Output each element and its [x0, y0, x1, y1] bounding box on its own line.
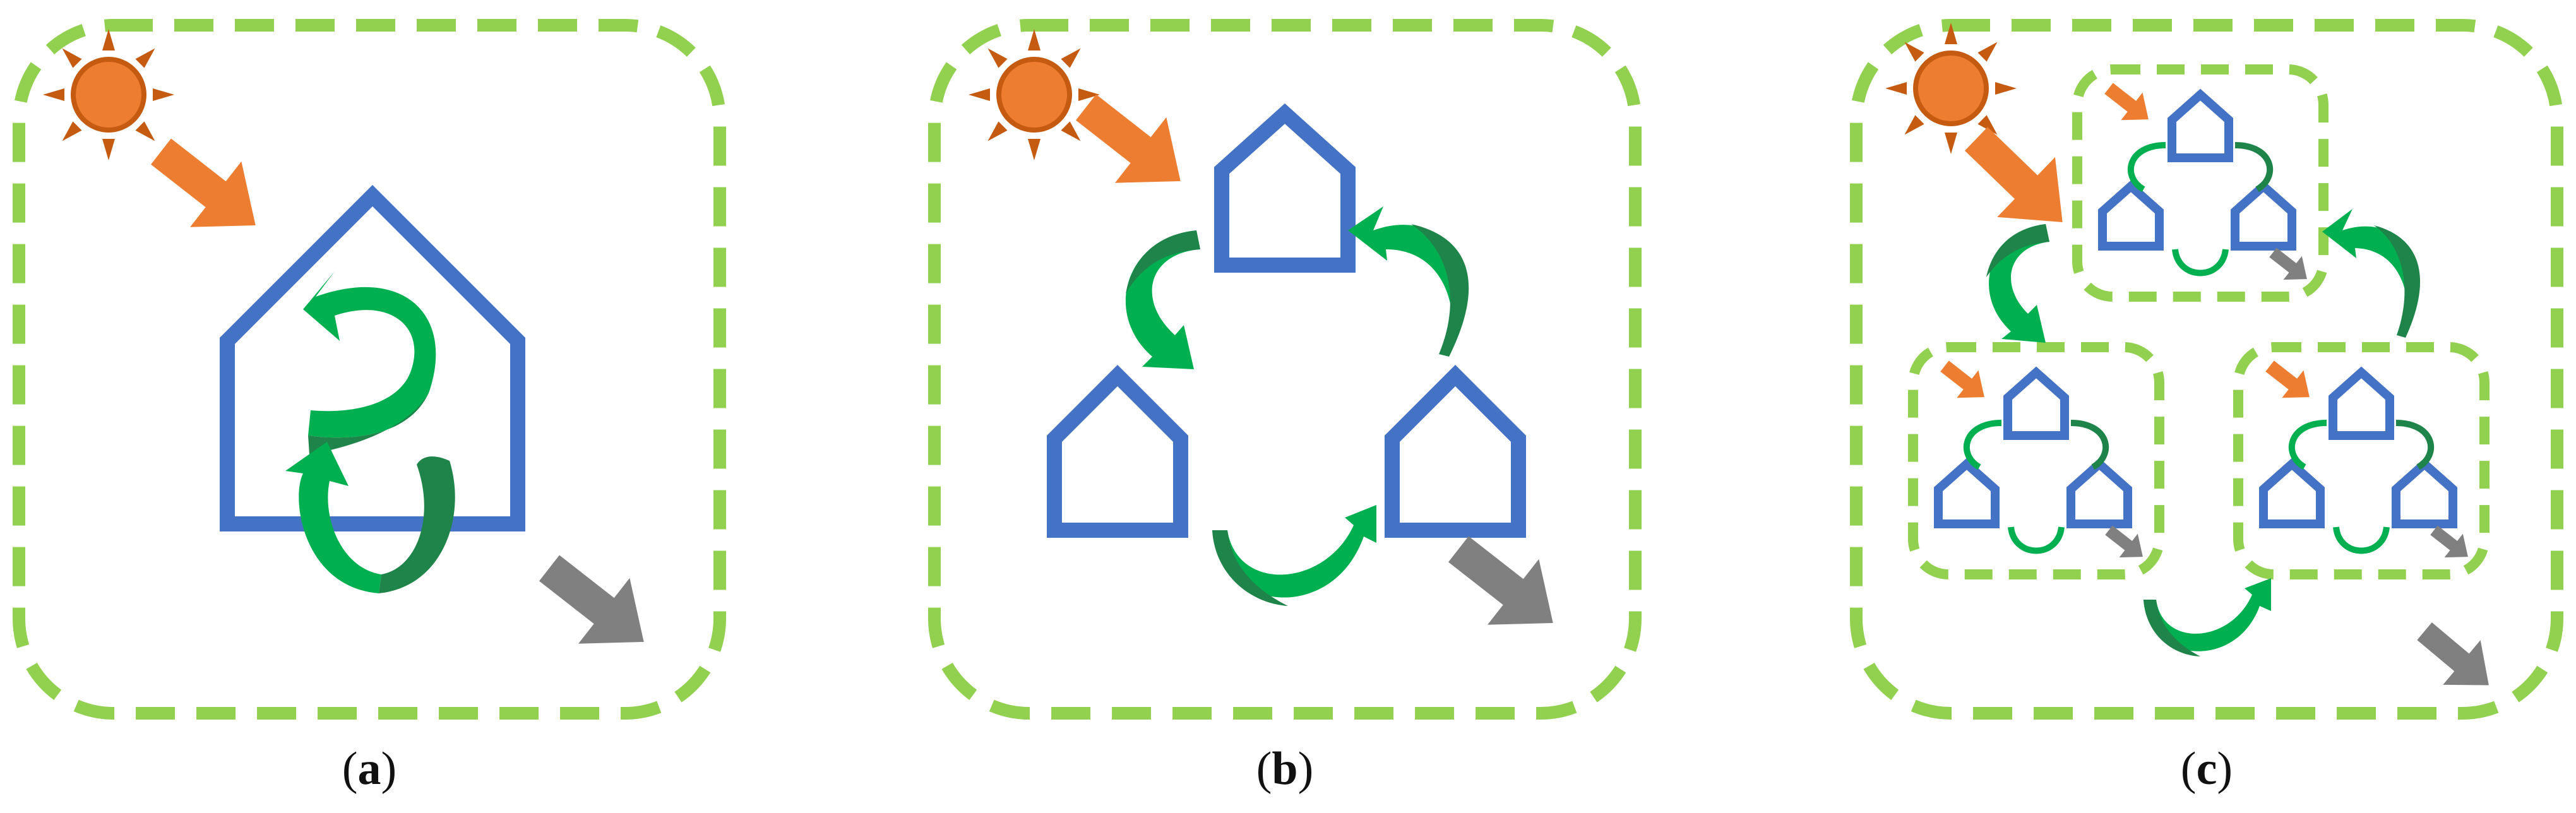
house-icon [2168, 88, 2233, 162]
sub-community-left [1908, 342, 2164, 579]
system-boundary [1850, 19, 2563, 720]
panel-c [1850, 19, 2563, 720]
house-icon [2329, 366, 2394, 440]
house-icon [1385, 365, 1526, 538]
house-icon [1214, 103, 1356, 273]
house-icon [220, 185, 525, 531]
house-icon [2231, 180, 2296, 251]
exchange-arrow-bottom [1212, 505, 1376, 606]
caption-c: (c) [2180, 743, 2233, 795]
exchange-arrow-left [1125, 230, 1200, 369]
system-boundary [13, 19, 726, 720]
house-icon [2098, 180, 2164, 251]
house-icon [2003, 366, 2069, 440]
sun-icon [969, 29, 1100, 160]
panel-b [928, 19, 1642, 720]
energy-input-arrow [1947, 109, 2092, 252]
energy-output-arrow [2406, 608, 2508, 708]
sub-community-top [2072, 64, 2329, 302]
energy-output-arrow [523, 535, 670, 675]
house-icon [2066, 458, 2132, 528]
exchange-arrow-left [1986, 224, 2049, 343]
sun-icon [1885, 23, 2017, 154]
caption-a: (a) [342, 743, 397, 795]
energy-input-arrow [135, 118, 282, 258]
house-icon [2259, 458, 2325, 528]
sun-icon [43, 29, 174, 160]
house-icon [1934, 458, 2000, 528]
system-boundary [928, 19, 1642, 720]
panel-a [13, 19, 726, 720]
exchange-arrow-right [1348, 206, 1469, 357]
caption-b: (b) [1256, 743, 1314, 795]
house-icon [1047, 365, 1188, 538]
exchange-arrow-right [2322, 209, 2421, 338]
internal-exchange-arrow [285, 271, 455, 593]
house-icon [2392, 458, 2457, 528]
exchange-arrow-bottom [2144, 578, 2271, 656]
sub-community-right [2233, 342, 2490, 579]
